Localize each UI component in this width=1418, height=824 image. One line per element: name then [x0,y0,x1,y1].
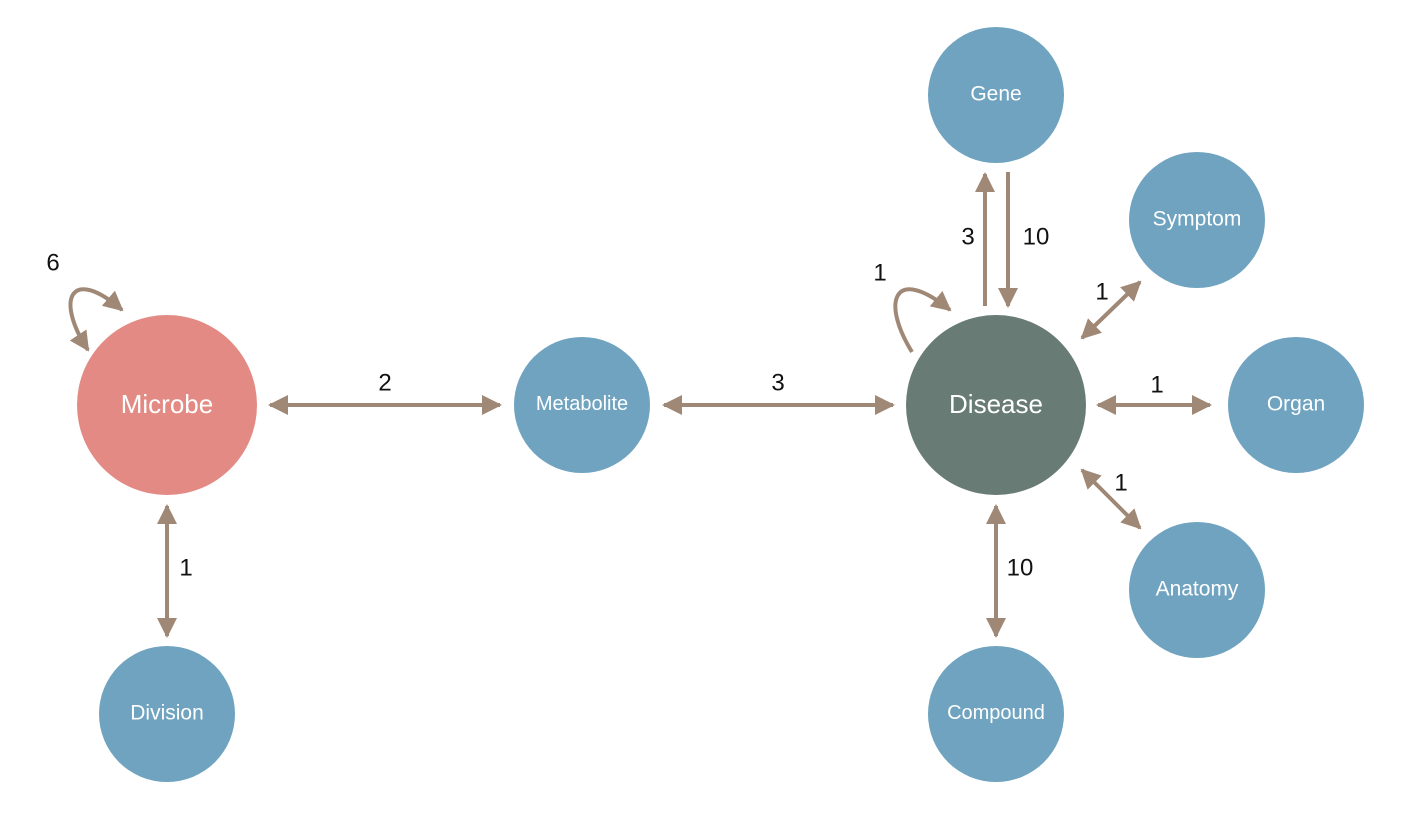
node-label-microbe: Microbe [121,389,213,419]
node-gene[interactable]: Gene [928,27,1064,163]
node-microbe[interactable]: Microbe [77,315,257,495]
node-organ[interactable]: Organ [1228,337,1364,473]
edge-disease-anatomy [1080,468,1142,530]
node-label-organ: Organ [1267,393,1325,416]
edge-label-microbe-self: 6 [46,250,59,277]
node-label-anatomy: Anatomy [1156,578,1239,601]
node-metabolite[interactable]: Metabolite [514,337,650,473]
edge-label-disease-anatomy: 1 [1114,470,1127,497]
edge-label-microbe-division: 1 [179,555,192,582]
edge-microbe-self [68,287,124,352]
edge-label-microbe-metabolite: 2 [378,370,391,397]
node-disease[interactable]: Disease [906,315,1086,495]
edge-disease-symptom [1080,280,1142,340]
edge-label-gene-disease: 10 [1023,224,1050,251]
node-anatomy[interactable]: Anatomy [1129,522,1265,658]
node-label-gene: Gene [970,83,1021,106]
node-label-symptom: Symptom [1153,208,1242,231]
node-division[interactable]: Division [99,646,235,782]
node-compound[interactable]: Compound [928,646,1064,782]
node-label-division: Division [130,702,204,725]
edge-disease-self [893,287,952,354]
node-symptom[interactable]: Symptom [1129,152,1265,288]
edge-label-disease-symptom: 1 [1095,279,1108,306]
edge-label-disease-compound: 10 [1007,555,1034,582]
node-label-metabolite: Metabolite [536,393,628,415]
edge-label-disease-gene: 3 [961,224,974,251]
edge-label-disease-self: 1 [873,260,886,287]
edge-label-disease-organ: 1 [1150,372,1163,399]
node-label-disease: Disease [949,389,1043,419]
node-label-compound: Compound [947,702,1045,724]
edge-label-metabolite-disease: 3 [771,370,784,397]
